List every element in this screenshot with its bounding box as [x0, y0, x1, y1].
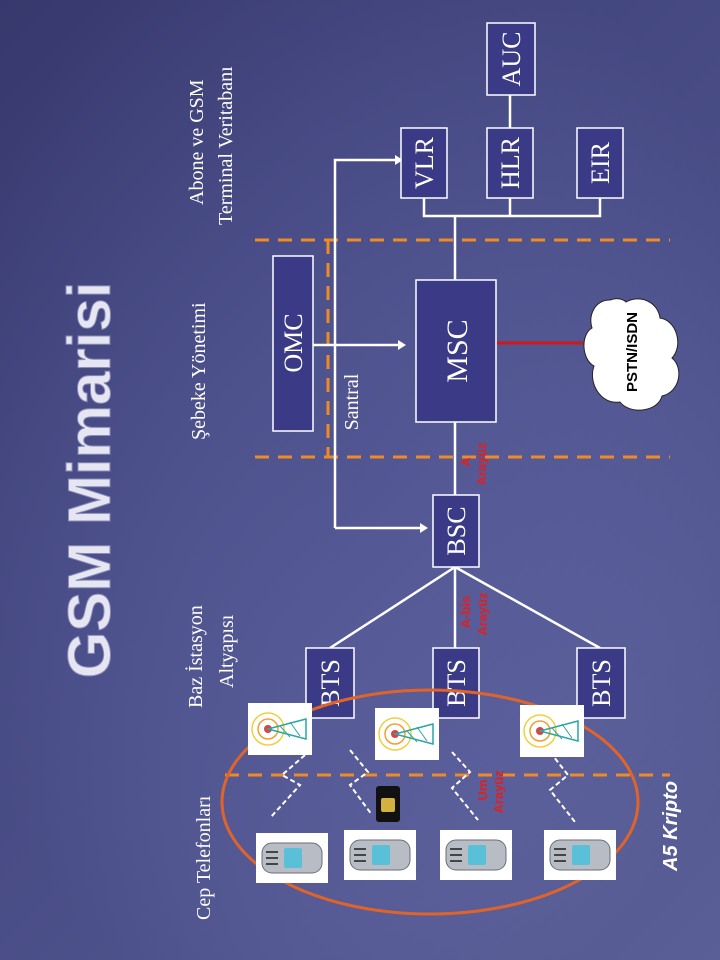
a5-kripto-label: A5 Kripto — [660, 781, 682, 872]
svg-text:OMC: OMC — [279, 313, 308, 372]
section-label-baz-2: Altyapısı — [216, 614, 238, 688]
node-omc: OMC — [272, 255, 314, 432]
node-vlr: VLR — [400, 127, 448, 199]
svg-text:BTS: BTS — [442, 659, 471, 707]
cloud-icon: PSTN/ISDN — [583, 298, 680, 411]
mobile-phone-icon — [544, 830, 616, 880]
svg-text:BSC: BSC — [442, 506, 471, 555]
link-bts3-bsc — [454, 565, 601, 650]
svg-text:VLR: VLR — [410, 136, 439, 189]
santral-label: Santral — [341, 373, 363, 430]
antenna-tower-icon — [248, 703, 312, 755]
svg-text:AUC: AUC — [497, 32, 526, 87]
page-title: GSM Mimarisi — [56, 282, 123, 679]
um-interface-label-1: Um — [475, 780, 490, 801]
antenna-tower-icon — [375, 708, 439, 760]
pstn-label: PSTN/ISDN — [624, 312, 641, 392]
lightning-icon — [269, 754, 306, 819]
node-hlr: HLR — [486, 127, 534, 199]
link-db-bus — [422, 198, 602, 218]
mobile-phone-icon — [344, 830, 416, 880]
node-auc: AUC — [486, 22, 536, 96]
section-label-abone-2: Terminal Veritabanı — [215, 66, 237, 225]
omc-santral-line — [333, 158, 395, 528]
abis-interface-label-2: Arayüz — [475, 592, 490, 636]
node-msc: MSC — [415, 279, 497, 423]
node-bts-3: BTS — [576, 647, 626, 719]
section-label-sebeke: Şebeke Yönetimi — [188, 302, 210, 440]
um-interface-label-2: Arayüz — [491, 770, 506, 814]
node-bts-1: BTS — [305, 647, 355, 719]
lightning-icon — [548, 751, 576, 823]
section-label-cep: Cep Telefonları — [193, 795, 215, 920]
sim-card-icon — [376, 786, 400, 822]
svg-text:MSC: MSC — [441, 319, 474, 382]
arrow-msc-icon — [398, 340, 406, 350]
arrow-bsc-icon — [420, 523, 428, 533]
section-label-baz-1: Baz İstasyon — [184, 605, 207, 708]
svg-text:BTS: BTS — [316, 659, 345, 707]
a-interface-label-1: A — [458, 457, 473, 467]
node-bts-2: BTS — [432, 647, 480, 719]
section-label-abone-1: Abone ve GSM — [186, 79, 208, 205]
mobile-phone-icon — [256, 833, 328, 883]
node-bsc: BSC — [432, 494, 480, 568]
arrow-vlr-icon — [395, 155, 403, 165]
radio-zone-ellipse — [220, 688, 640, 916]
svg-text:HLR: HLR — [496, 136, 525, 189]
node-eir: EIR — [576, 127, 624, 199]
abis-interface-label-1: A-bis — [458, 596, 473, 629]
svg-text:BTS: BTS — [587, 659, 616, 707]
svg-text:EIR: EIR — [586, 141, 615, 184]
antenna-tower-icon — [520, 705, 584, 757]
link-bts1-bsc — [329, 565, 456, 650]
a-interface-label-2: Arayüz — [474, 442, 489, 486]
mobile-phone-icon — [440, 830, 512, 880]
